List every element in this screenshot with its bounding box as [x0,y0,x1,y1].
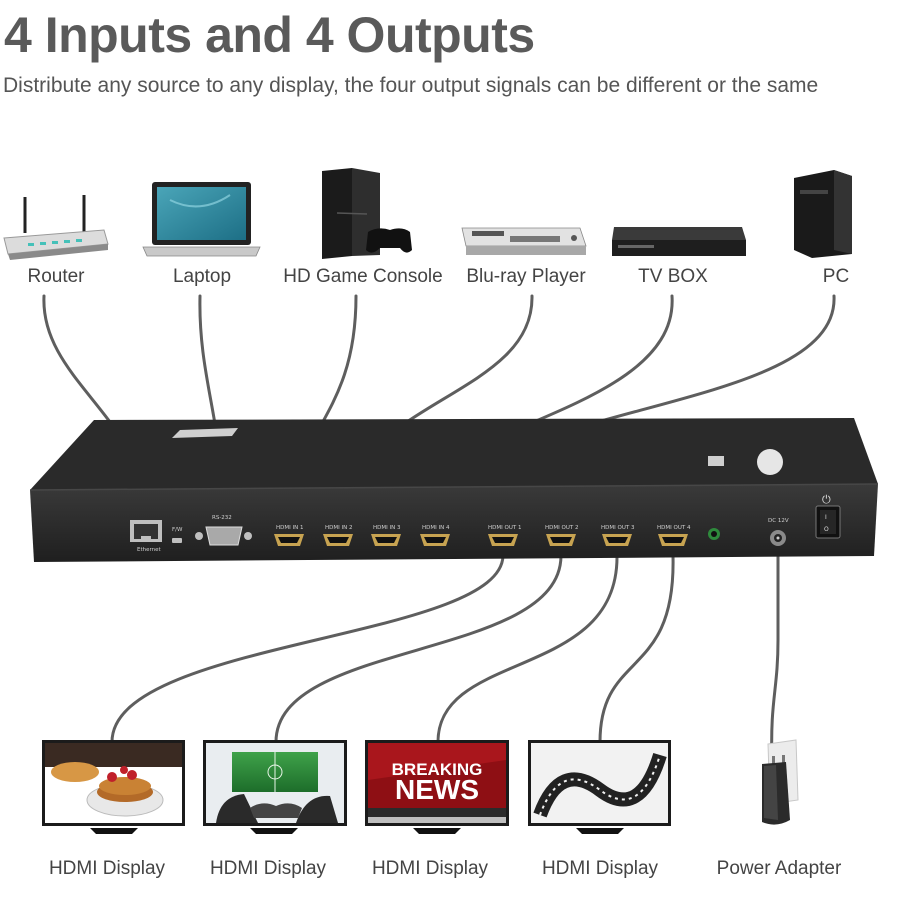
hdmi-out-3-label: HDMI OUT 3 [601,525,635,531]
hdmi-in-3-label: HDMI IN 3 [373,525,401,531]
cable-out2 [274,554,563,744]
game-console-icon [322,168,412,259]
hdmi-out-4-label: HDMI OUT 4 [657,525,691,531]
pc-tower-icon [794,170,852,258]
news-headline-2: NEWS [395,774,479,805]
brand-logo-circle [757,449,783,475]
tv-box-icon [612,227,746,256]
label-bluray-player: Blu-ray Player [466,266,586,287]
bluray-player-icon [461,227,587,255]
label-power-adapter: Power Adapter [716,858,842,879]
label-display-2: HDMI Display [209,858,327,879]
hdmi-matrix-device: Ethernet F/W RS-232 HDMI IN 1 HDMI IN 2 … [29,418,879,562]
hdmi-in-2-label: HDMI IN 2 [325,525,352,531]
ethernet-port[interactable] [130,520,162,542]
hdmi-in-1-label: HDMI IN 1 [276,525,303,531]
power-adapter-icon [762,739,799,825]
ethernet-label: Ethernet [137,547,162,553]
power-switch[interactable] [815,505,841,539]
label-display-3: HDMI Display [371,858,489,879]
hdmi-out-1-port[interactable] [488,534,518,546]
hdmi-in-4-label: HDMI IN 4 [422,525,450,531]
label-display-1: HDMI Display [48,858,166,879]
cable-out3 [436,554,619,744]
page-subtitle: Distribute any source to any display, th… [3,74,819,97]
dc-power-jack[interactable] [770,530,786,546]
brand-logo-top [172,428,238,438]
power-icon: ⏻ [822,493,831,506]
cable-power [770,550,780,762]
hdmi-in-1-port[interactable] [274,534,304,546]
fw-usb-port[interactable] [172,538,182,543]
display-3: BREAKING NEWS [365,740,509,834]
hdmi-out-3-port[interactable] [602,534,632,546]
label-router: Router [27,266,85,287]
hdmi-out-2-port[interactable] [546,534,576,546]
label-tv-box: TV BOX [638,266,708,287]
hdmi-in-4-port[interactable] [420,534,450,546]
cable-out4 [598,554,675,744]
label-game-console: HD Game Console [283,266,443,287]
rs232-port[interactable] [195,526,252,546]
fw-label: F/W [172,527,183,533]
hdmi-out-4-port[interactable] [658,534,688,546]
display-4 [528,740,671,834]
display-2 [203,740,347,834]
hdmi-in-3-port[interactable] [371,534,401,546]
ir-jack[interactable] [708,528,720,540]
page-title: 4 Inputs and 4 Outputs [4,7,535,63]
switch-on-mark: I [825,514,827,521]
switch-off-mark: O [824,526,829,533]
label-display-4: HDMI Display [541,858,659,879]
hdmi-in-2-port[interactable] [323,534,353,546]
hdmi-out-2-label: HDMI OUT 2 [545,525,578,531]
router-icon [3,195,109,260]
label-pc: PC [822,266,850,287]
cable-out1 [110,554,505,744]
display-1 [42,740,185,834]
hdmi-out-1-label: HDMI OUT 1 [488,525,521,531]
news-headline-1: BREAKING [392,760,483,779]
label-laptop: Laptop [172,266,232,287]
rs232-label: RS-232 [212,515,232,521]
dc-label: DC 12V [768,518,789,524]
laptop-icon [142,182,261,257]
